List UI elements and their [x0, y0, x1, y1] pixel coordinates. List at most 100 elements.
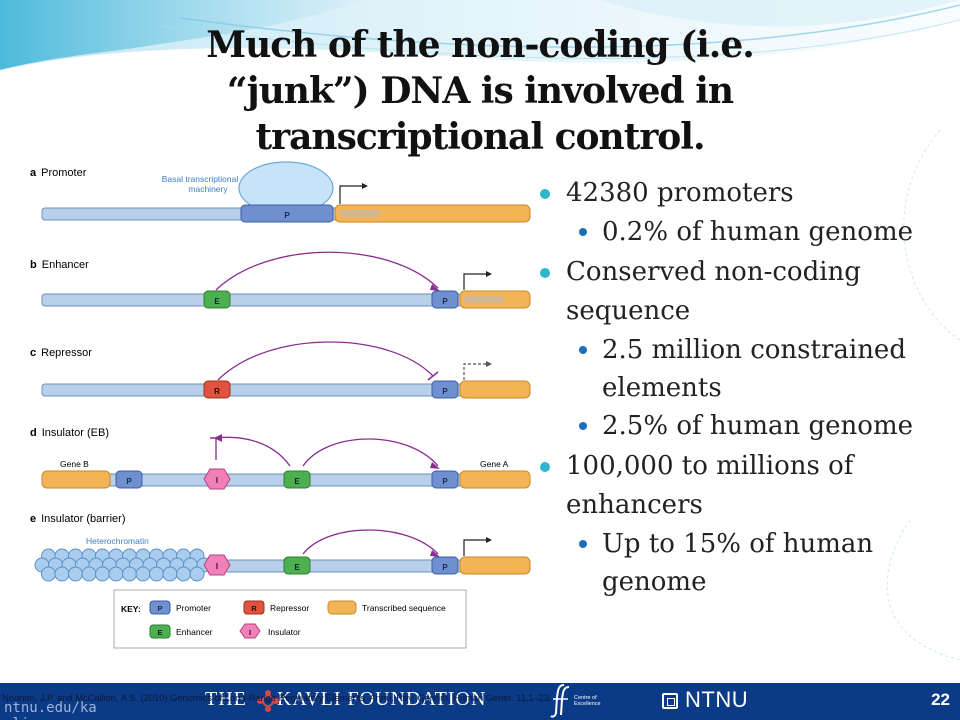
promoter-box-d-left	[115, 470, 143, 489]
key-promoter-text: Promoter	[176, 603, 211, 613]
key-enhancer-swatch	[149, 624, 171, 639]
panel-letter-e: e	[30, 513, 36, 525]
repressor-letter-c: R	[214, 387, 220, 396]
nucleosome	[54, 566, 70, 582]
insulator-block-arc	[215, 436, 291, 467]
key-insulator-swatch	[239, 623, 261, 639]
key-transcribed-text: Transcribed sequence	[362, 603, 446, 613]
nucleosome	[95, 566, 110, 582]
repressor-box-c	[203, 380, 231, 399]
url-watermark-line-1: ntnu.edu/ka	[4, 700, 97, 716]
enhancer-letter-e: E	[294, 563, 300, 572]
nucleosome	[176, 566, 191, 582]
kavli-logo-icon	[257, 690, 279, 712]
repressor-arc	[217, 341, 434, 381]
gene-b-label: Gene B	[60, 459, 89, 469]
ntnu-logo-text: NTNU	[685, 687, 749, 712]
gene-a-label: Gene A	[480, 459, 509, 469]
panel-label-c: Repressor	[41, 347, 92, 359]
enhancer-box-d	[283, 470, 311, 489]
bullet-item: 2.5 million constrained elements	[538, 331, 948, 407]
enhancer-to-gene-a-arc	[302, 438, 439, 467]
nucleosome	[81, 566, 97, 582]
panel-label-b: Enhancer	[42, 259, 89, 271]
bullet-item: 2.5% of human genome	[538, 407, 948, 445]
key-insulator-text: Insulator	[268, 627, 301, 637]
promoter-box-a	[240, 204, 334, 223]
promoter-box-d-right	[431, 470, 459, 489]
dna-strand-c	[41, 383, 463, 397]
promoter-letter-d-left: P	[126, 477, 132, 486]
dna-strand-b	[41, 293, 463, 307]
promoter-letter-c: P	[442, 387, 448, 396]
nucleosome	[189, 566, 205, 582]
centre-of-excellence-text: Centre of Excellence	[574, 695, 601, 707]
kavli-foundation-logo-text: THE KAVLI FOUNDATION	[205, 688, 487, 710]
page-number: 22	[931, 690, 950, 709]
basal-machinery-label-1: Basal transcriptional	[162, 174, 239, 184]
enhancer-arc-e	[302, 529, 439, 555]
key-insulator-letter: I	[249, 628, 251, 637]
nucleosome	[108, 566, 124, 582]
insulator-letter-d: I	[216, 476, 218, 485]
bullet-item: 0.2% of human genome	[538, 213, 948, 251]
gene-b-block	[41, 470, 111, 489]
bullet-item: 100,000 to millions of enhancers	[538, 447, 948, 525]
promoter-letter-a: P	[284, 211, 290, 220]
heterochromatin-label: Heterochromatin	[86, 536, 149, 546]
nucleosome	[122, 566, 137, 582]
insulator-letter-e: I	[216, 562, 218, 571]
enhancer-box-b	[203, 290, 231, 309]
title-line-2: “junk”) DNA is involved in	[226, 70, 734, 112]
url-watermark: ntnu.edu/ka vli	[4, 700, 97, 720]
nucleosome	[162, 566, 178, 582]
panel-c: c Repressor R P	[30, 341, 531, 399]
panel-label-d: Insulator (EB)	[42, 427, 109, 439]
key-repressor-swatch	[243, 600, 265, 615]
enhancer-box-e	[283, 556, 311, 575]
figure-citation: Noonan, J.P. and McCallion, A.S. (2010) …	[2, 693, 552, 704]
key-repressor-text: Repressor	[270, 603, 309, 613]
key-enhancer-letter: E	[157, 628, 162, 637]
promoter-letter-e: P	[442, 563, 448, 572]
bullet-item: 42380 promoters	[538, 174, 948, 213]
key-promoter-letter: P	[157, 604, 162, 613]
promoter-letter-b: P	[442, 297, 448, 306]
dna-strand-e	[223, 559, 463, 573]
slide-title: Much of the non-coding (i.e. “junk”) DNA…	[170, 22, 790, 160]
key-label: KEY:	[121, 604, 141, 614]
heterochromatin-nucleosomes	[34, 548, 212, 582]
transcribed-sequence-e	[459, 556, 531, 575]
panel-label-a: Promoter	[41, 167, 87, 179]
nucleosome	[135, 566, 151, 582]
promoter-box-e	[431, 556, 459, 575]
panel-letter-b: b	[30, 259, 37, 271]
nucleosome	[149, 566, 164, 582]
insulator-hex-e	[203, 554, 231, 576]
ntnu-logo-icon	[662, 693, 678, 709]
panel-letter-a: a	[30, 167, 37, 179]
nucleosome	[41, 566, 56, 582]
panel-letter-c: c	[30, 347, 36, 359]
key-repressor-letter: R	[251, 604, 257, 613]
promoter-box-b	[431, 290, 459, 309]
key-enhancer-text: Enhancer	[176, 627, 213, 637]
figure-key: KEY: P Promoter R Repressor Transcribed …	[113, 589, 467, 649]
key-promoter-swatch	[149, 600, 171, 615]
footer-bar	[0, 683, 960, 720]
transcribed-sequence-c	[459, 380, 531, 399]
promoter-letter-d-right: P	[442, 477, 448, 486]
key-box	[113, 589, 467, 649]
title-line-3: transcriptional control.	[255, 116, 705, 158]
